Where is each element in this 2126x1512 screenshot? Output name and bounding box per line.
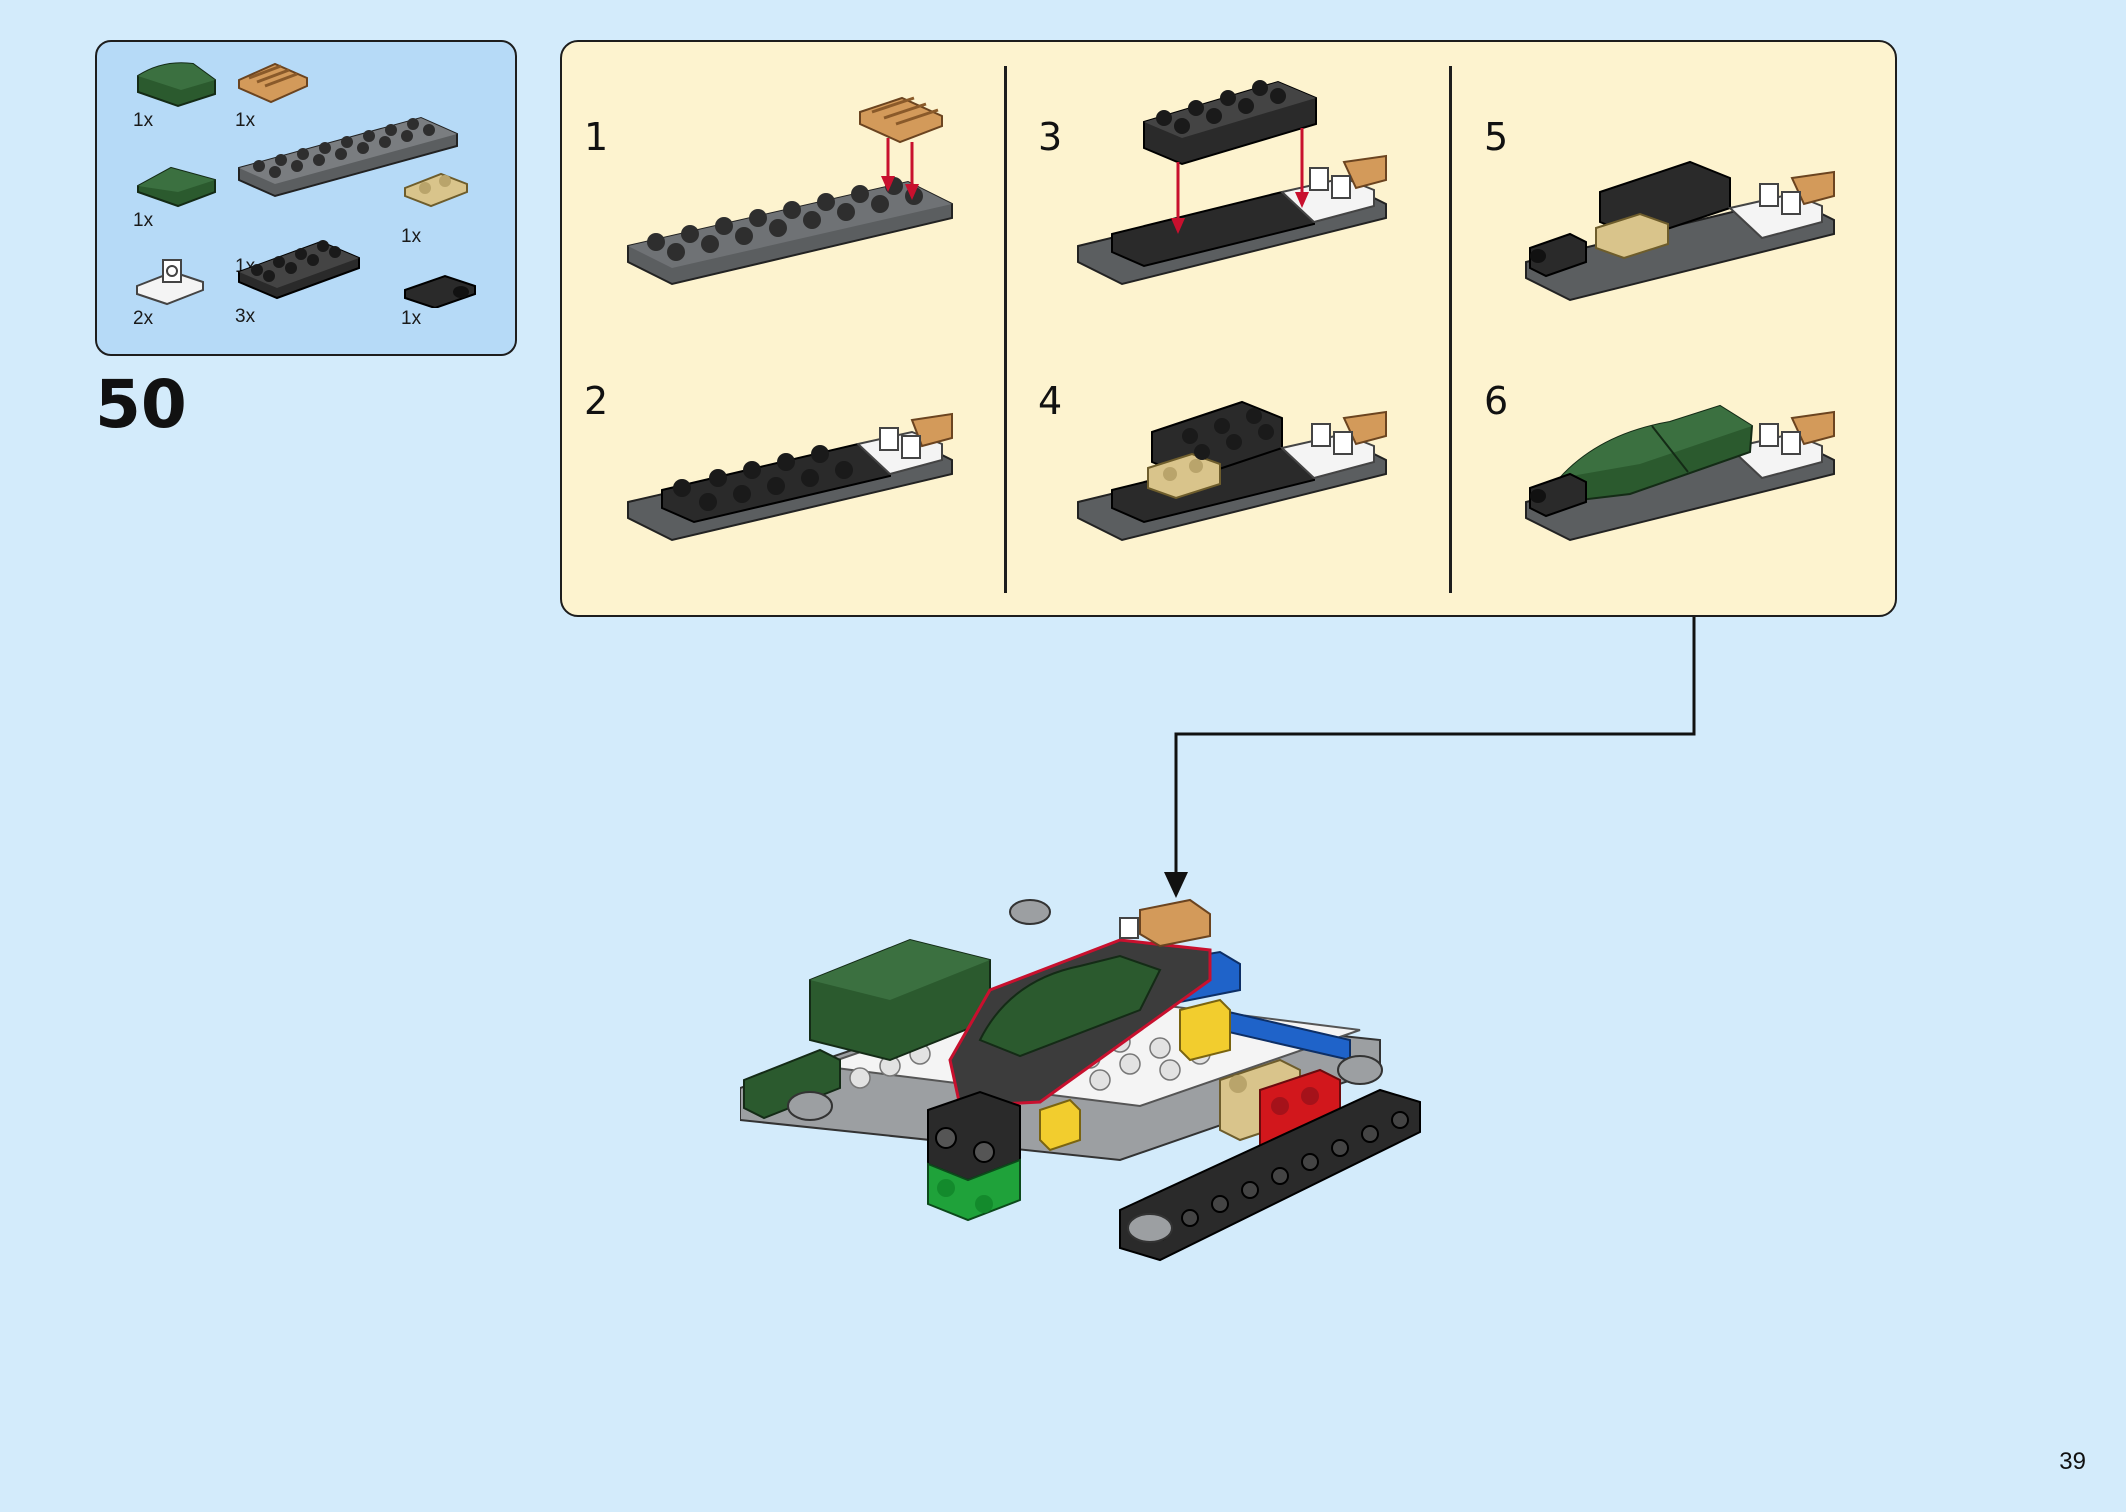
substep-label: 5 — [1484, 115, 1509, 159]
substep-label: 3 — [1038, 115, 1063, 159]
part-qty: 1x — [235, 110, 256, 131]
substep-divider — [1004, 66, 1007, 593]
dark-gray-2x8-plate-icon — [238, 116, 458, 198]
substeps-panel: 1 2 3 4 5 6 — [560, 40, 1897, 617]
dark-green-curved-slope-icon — [137, 166, 216, 208]
assembled-model-illustration — [740, 898, 1421, 1262]
substep-label: 1 — [584, 115, 609, 159]
substep-label: 4 — [1038, 379, 1063, 423]
dark-green-curved-slope-icon — [137, 62, 216, 108]
substep-label: 6 — [1484, 379, 1509, 423]
substep-divider — [1449, 66, 1452, 593]
step-number: 50 — [95, 366, 187, 443]
substep-1-illustration — [627, 96, 953, 286]
part-item: 1x — [133, 160, 223, 231]
part-item: 3x — [235, 232, 365, 327]
substep-3-illustration — [1077, 80, 1387, 286]
part-item: 1x — [401, 268, 481, 329]
substep-4-illustration — [1077, 400, 1387, 542]
part-qty: 1x — [401, 308, 422, 329]
black-2x4-plate-icon — [238, 240, 360, 300]
part-qty: 2x — [133, 308, 154, 329]
part-qty: 3x — [235, 306, 256, 327]
part-qty: 1x — [401, 226, 422, 247]
page-number: 39 — [2059, 1448, 2086, 1475]
substep-6-illustration — [1525, 404, 1835, 542]
tan-ridged-tile-icon — [238, 62, 308, 104]
part-qty: 1x — [133, 210, 154, 231]
part-item: 1x — [235, 56, 315, 131]
part-item: 1x — [133, 58, 223, 131]
parts-list-panel: 1x 1x 1x 1x — [95, 40, 517, 356]
substep-5-illustration — [1525, 160, 1835, 302]
substep-label: 2 — [584, 379, 609, 423]
black-handle-plate-icon — [404, 274, 476, 308]
white-clip-plate-icon — [136, 259, 204, 306]
part-qty: 1x — [133, 110, 154, 131]
part-item: 1x — [401, 168, 471, 247]
tan-1x2-plate-icon — [404, 172, 468, 208]
part-item: 2x — [133, 256, 213, 329]
part-item: 1x — [235, 100, 465, 277]
substep-2-illustration — [627, 412, 953, 542]
